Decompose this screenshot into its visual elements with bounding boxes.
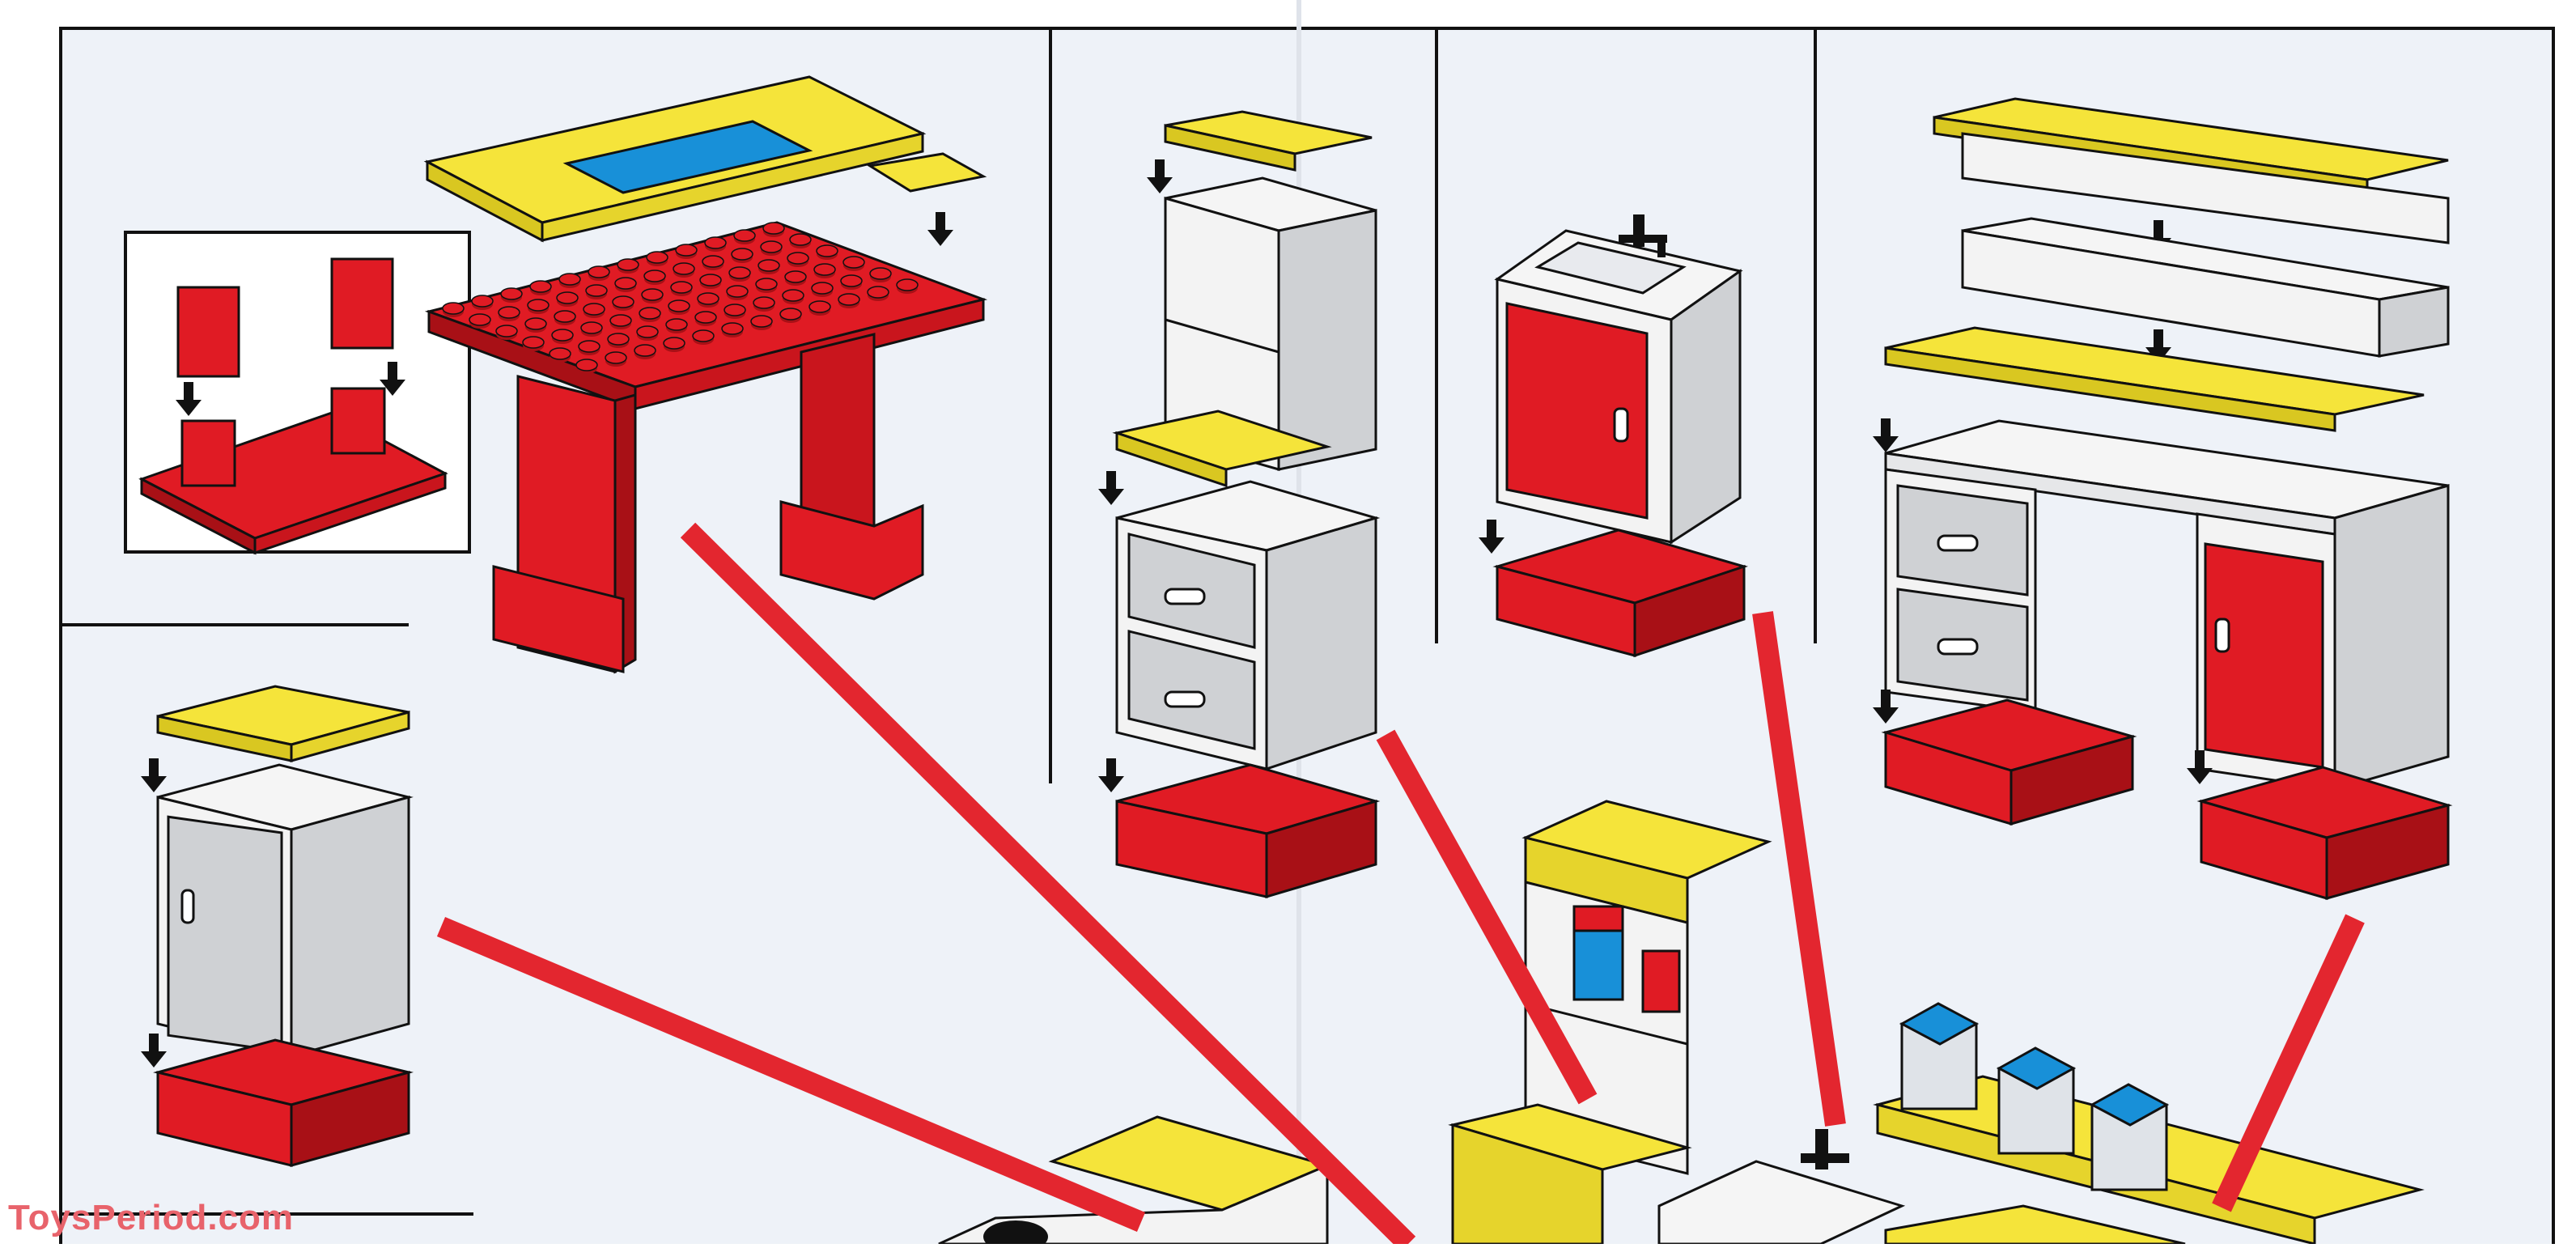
stud-icon xyxy=(692,329,715,346)
stud-icon xyxy=(641,288,664,304)
stud-icon xyxy=(529,280,552,296)
stud-icon xyxy=(670,281,693,297)
stud-icon xyxy=(750,315,773,331)
stud-icon xyxy=(762,222,785,238)
small-cupboard-model xyxy=(141,685,414,1167)
stud-icon xyxy=(554,310,576,326)
stud-icon xyxy=(498,306,520,322)
stud-icon xyxy=(733,229,756,245)
stud-icon xyxy=(813,263,836,279)
stud-icon xyxy=(697,292,719,308)
stud-icon xyxy=(646,251,668,267)
stud-icon xyxy=(673,262,695,278)
jar xyxy=(2089,1083,2170,1191)
stud-icon xyxy=(782,289,804,305)
stud-icon xyxy=(704,236,727,253)
stud-icon xyxy=(867,286,889,302)
panel-frame xyxy=(59,27,2555,1248)
stud-icon xyxy=(784,270,807,287)
stud-icon xyxy=(617,258,639,274)
stud-icon xyxy=(699,274,722,290)
stud-icon xyxy=(580,321,603,337)
stud-icon xyxy=(663,337,685,353)
stud-icon xyxy=(524,317,547,333)
stud-icon xyxy=(668,299,690,316)
watermark-text: ToysPeriod.com xyxy=(8,1198,295,1237)
stud-icon xyxy=(607,333,630,349)
stud-icon xyxy=(495,325,518,341)
stud-icon xyxy=(869,267,892,283)
stud-icon xyxy=(442,302,465,318)
table-legs-inset xyxy=(124,231,471,555)
stud-icon xyxy=(758,259,780,275)
stud-icon xyxy=(675,244,698,260)
stud-icon xyxy=(724,304,746,320)
stud-icon xyxy=(779,308,802,324)
stud-icon xyxy=(558,273,581,289)
stud-icon xyxy=(840,274,863,291)
stud-icon xyxy=(702,255,724,271)
stud-icon xyxy=(811,282,834,298)
stud-icon xyxy=(694,311,717,327)
stud-icon xyxy=(896,278,919,295)
stud-icon xyxy=(549,347,571,363)
stud-icon xyxy=(721,322,744,338)
stud-icon xyxy=(787,252,809,268)
stud-icon xyxy=(578,340,601,356)
stud-icon xyxy=(583,303,605,319)
stud-icon xyxy=(808,300,831,316)
stud-icon xyxy=(789,233,812,249)
stud-icon xyxy=(527,299,550,315)
stud-icon xyxy=(760,240,783,257)
stud-icon xyxy=(634,344,656,360)
stud-icon xyxy=(755,278,778,294)
stud-icon xyxy=(609,314,632,330)
stud-icon xyxy=(731,248,753,264)
sink-unit-model xyxy=(1479,214,1749,658)
table-model xyxy=(423,75,988,674)
jar xyxy=(1996,1046,2077,1155)
pointer-lines xyxy=(436,522,2365,1248)
stud-icon xyxy=(614,277,637,293)
stud-icon xyxy=(575,359,598,375)
stud-icon xyxy=(500,287,523,304)
stud-icon xyxy=(605,351,627,367)
stud-icon xyxy=(471,295,494,311)
stud-icon xyxy=(838,293,860,309)
counter-shelf-model xyxy=(1873,97,2453,900)
stud-icon xyxy=(728,266,751,282)
stud-icon xyxy=(522,336,545,352)
tap-icon xyxy=(1801,1129,1849,1169)
stud-icon xyxy=(816,244,838,261)
stud-icon xyxy=(551,329,574,345)
stud-icon xyxy=(469,313,491,329)
stud-icon xyxy=(842,256,865,272)
stud-icon xyxy=(556,291,579,308)
jar xyxy=(1899,1002,1980,1110)
tap-icon xyxy=(1619,214,1667,257)
stud-icon xyxy=(726,285,749,301)
stud-icon xyxy=(639,307,661,323)
stud-icon xyxy=(612,295,634,312)
stud-icon xyxy=(643,270,666,286)
stud-icon xyxy=(585,284,608,300)
assembled-kitchen xyxy=(938,800,2425,1248)
stud-icon xyxy=(636,325,659,342)
stud-icon xyxy=(753,296,775,312)
shelf-drawer-unit-model xyxy=(1098,110,1381,899)
stud-icon xyxy=(665,318,688,334)
stud-icon xyxy=(588,265,610,282)
